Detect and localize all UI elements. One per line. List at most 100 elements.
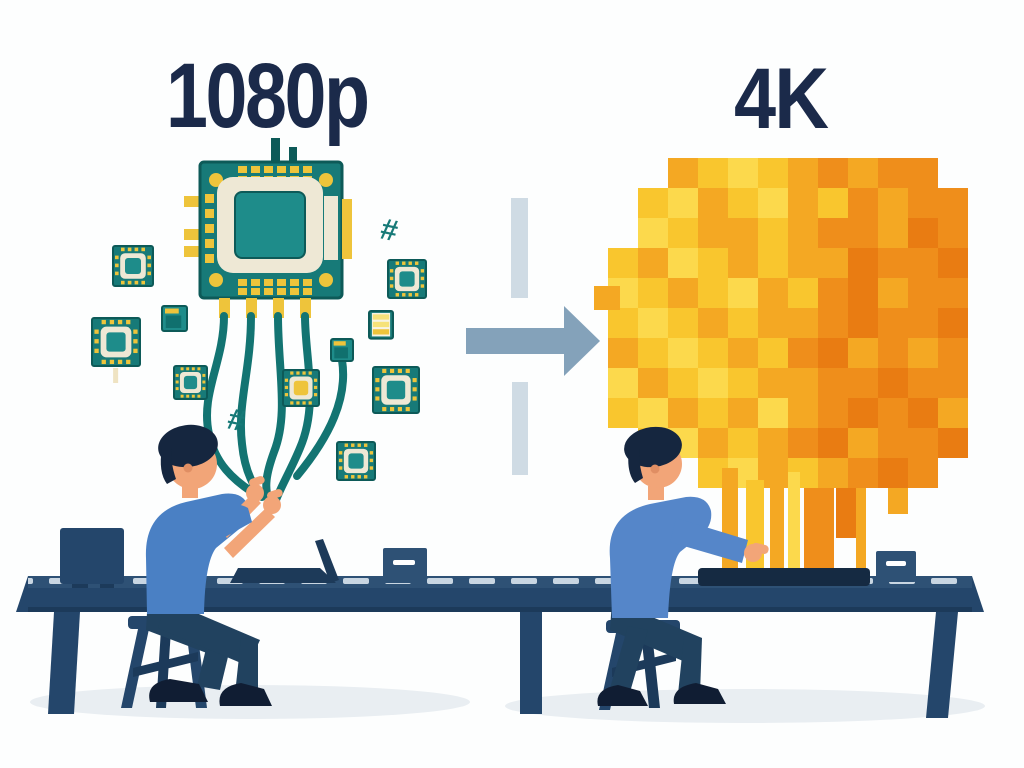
- mosaic-pixel: [878, 248, 908, 278]
- mosaic-pixel: [758, 158, 788, 188]
- mosaic-pixel: [848, 458, 878, 488]
- mosaic-pixel: [698, 218, 728, 248]
- mosaic-pixel: [818, 248, 848, 278]
- mosaic-pixel: [848, 188, 878, 218]
- mosaic-pixel: [878, 398, 908, 428]
- small-chips: [91, 245, 427, 481]
- mosaic-pixel: [698, 398, 728, 428]
- cpu-pad: [205, 224, 214, 233]
- mosaic-pixel: [788, 248, 818, 278]
- mosaic-pixel: [728, 188, 758, 218]
- mosaic-pixel: [878, 368, 908, 398]
- worker-left: [121, 424, 283, 708]
- cpu-pad: [277, 288, 286, 295]
- chip-wires: [202, 312, 348, 507]
- mosaic-pixel: [878, 188, 908, 218]
- laptop-icon: [230, 539, 339, 583]
- mosaic-pixel: [668, 248, 698, 278]
- mosaic-pixel: [908, 458, 938, 488]
- cpu-pad: [277, 279, 286, 286]
- cpu-pad: [205, 254, 214, 263]
- workbench: [16, 528, 984, 718]
- worker-right: [597, 426, 769, 710]
- mosaic-pixel: [698, 338, 728, 368]
- mosaic-pixel: [818, 308, 848, 338]
- mosaic-drip: [788, 472, 800, 578]
- mosaic-pixel: [938, 188, 968, 218]
- mosaic-pixel: [758, 398, 788, 428]
- mosaic-pixel: [638, 218, 668, 248]
- cpu-pad: [205, 194, 214, 203]
- mosaic-pixel: [728, 338, 758, 368]
- mosaic-pixel: [848, 218, 878, 248]
- mosaic-pixel: [728, 398, 758, 428]
- mosaic-pixel: [848, 248, 878, 278]
- mosaic-pixel: [728, 308, 758, 338]
- mosaic-pixel: [698, 188, 728, 218]
- mosaic-drip: [836, 488, 856, 538]
- mosaic-pixel: [638, 398, 668, 428]
- resolution-label-4k: 4K: [734, 51, 829, 147]
- mosaic-pixel: [698, 308, 728, 338]
- mosaic-pixel: [698, 278, 728, 308]
- microchip-icon: [330, 338, 354, 362]
- mosaic-pixel: [698, 248, 728, 278]
- mosaic-pixel: [878, 158, 908, 188]
- mosaic-pixel: [818, 398, 848, 428]
- mosaic-drip: [746, 480, 764, 578]
- microchip-icon: [91, 317, 141, 383]
- mosaic-pixel: [788, 428, 818, 458]
- microchip-icon: [173, 365, 208, 400]
- cpu-pad: [205, 209, 214, 218]
- mosaic-pixel: [908, 428, 938, 458]
- mosaic-pixel: [788, 308, 818, 338]
- microchip-icon: [387, 259, 427, 299]
- microchip-icon: [368, 310, 394, 340]
- hash-icon: #: [225, 403, 248, 439]
- mosaic-pixel: [758, 248, 788, 278]
- mosaic-pixel: [908, 158, 938, 188]
- mosaic-pixel: [608, 248, 638, 278]
- mosaic-drip: [856, 488, 866, 578]
- mosaic-pixel: [728, 278, 758, 308]
- cpu-pad: [238, 288, 247, 295]
- mosaic-pixel: [608, 368, 638, 398]
- mosaic-pixel: [668, 308, 698, 338]
- mosaic-pixel: [818, 338, 848, 368]
- resolution-label-1080p: 1080p: [166, 45, 370, 147]
- cpu-pad: [264, 288, 273, 295]
- mosaic-pixel: [668, 278, 698, 308]
- mosaic-pixel: [938, 278, 968, 308]
- mosaic-pixel: [788, 158, 818, 188]
- microchip-icon: [282, 369, 320, 407]
- mosaic-pixel: [608, 398, 638, 428]
- mosaic-pixel: [758, 278, 788, 308]
- hash-icons: ##: [225, 213, 401, 439]
- mosaic-pixel: [788, 278, 818, 308]
- mosaic-pixel: [908, 308, 938, 338]
- mosaic-pixel: [938, 398, 968, 428]
- mosaic-pixel: [818, 428, 848, 458]
- mosaic-pixel: [758, 218, 788, 248]
- mosaic-pixel: [638, 368, 668, 398]
- parts-box-icon: [383, 548, 427, 583]
- pixel-mosaic-drips: [722, 462, 908, 578]
- mosaic-pixel: [938, 428, 968, 458]
- cpu-pad: [303, 166, 312, 173]
- cpu-pad: [251, 166, 260, 173]
- cpu-pad: [290, 279, 299, 286]
- mosaic-drip: [888, 488, 908, 514]
- mosaic-pixel: [698, 428, 728, 458]
- cpu-pad: [205, 239, 214, 248]
- mosaic-pixel: [668, 338, 698, 368]
- mosaic-pixel: [758, 368, 788, 398]
- cpu-pad: [238, 166, 247, 173]
- mosaic-pixel: [788, 218, 818, 248]
- mosaic-pixel: [848, 308, 878, 338]
- pixel-mosaic-4k: [594, 158, 968, 488]
- microchip-icon: [112, 245, 154, 287]
- mosaic-pixel: [788, 188, 818, 218]
- mosaic-pixel: [668, 218, 698, 248]
